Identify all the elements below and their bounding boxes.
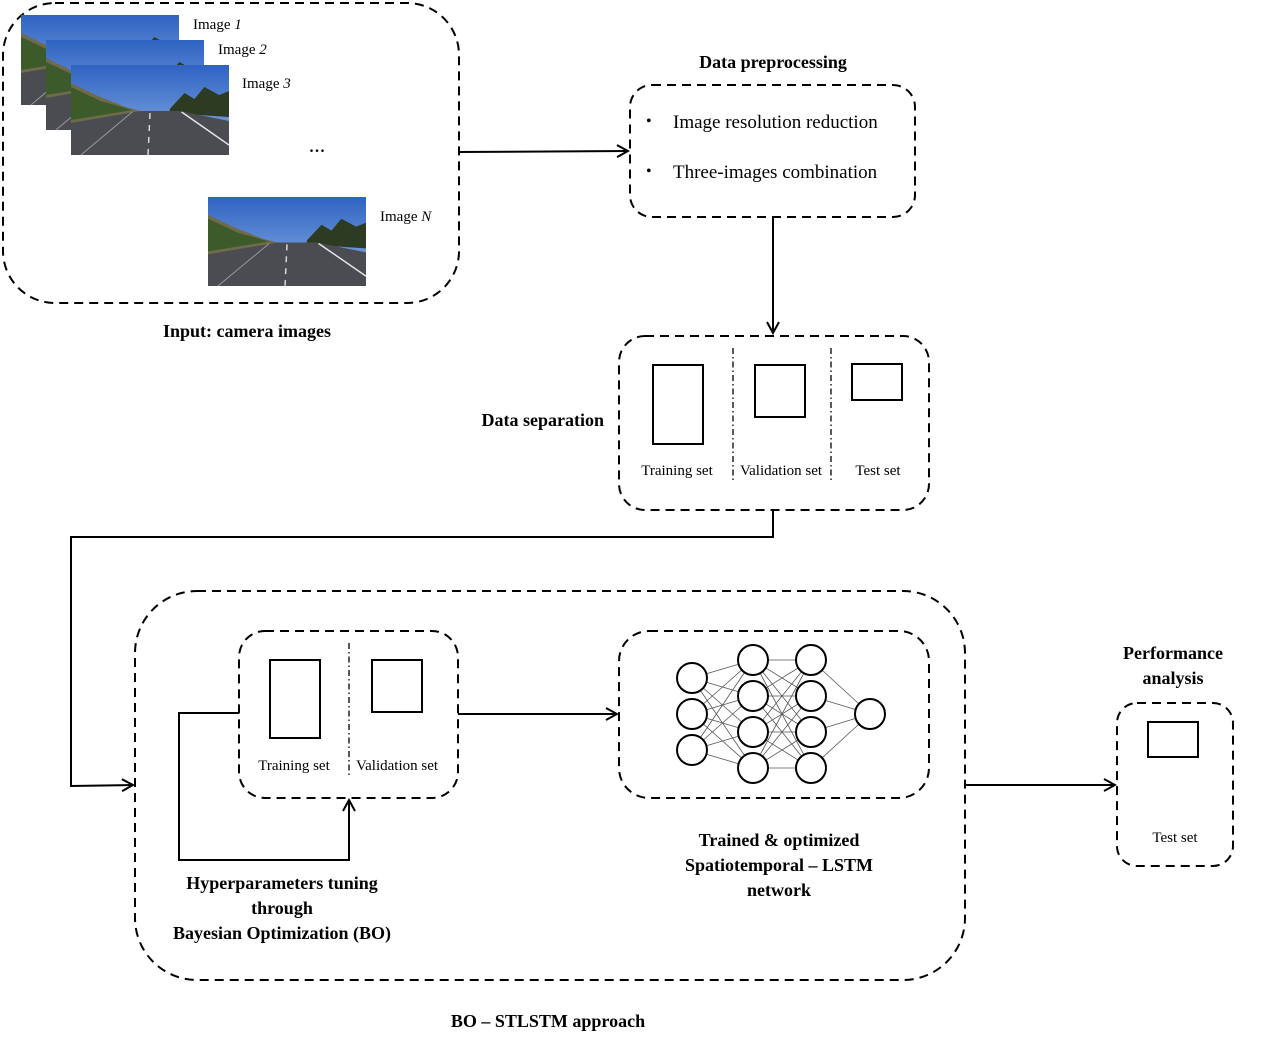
- training-set-label: Training set: [641, 463, 713, 479]
- bo-sets-box: [238, 630, 459, 799]
- bullet-icon: •: [646, 113, 652, 130]
- performance-title-line-1: Performance: [1123, 643, 1223, 663]
- performance-test-set-label: Test set: [1152, 830, 1198, 846]
- tuning-label-line-3: Bayesian Optimization (BO): [173, 923, 391, 944]
- bo-training-set-label: Training set: [258, 758, 330, 774]
- bullet-icon: •: [646, 163, 652, 180]
- image-3-label: Image 3: [242, 76, 291, 92]
- test-set-block: [851, 363, 903, 401]
- neural-network-icon: [676, 644, 886, 784]
- network-neuron: [676, 662, 708, 694]
- tuning-label-line-2: through: [251, 898, 313, 918]
- bo-validation-set-label: Validation set: [356, 758, 439, 774]
- camera-image-n: [208, 197, 366, 286]
- network-neuron: [676, 698, 708, 730]
- network-neuron: [737, 680, 769, 712]
- arrow-separation-to-bo: [70, 510, 774, 786]
- training-set-block: [652, 364, 704, 445]
- network-neuron: [795, 680, 827, 712]
- approach-title: BO – STLSTM approach: [451, 1011, 645, 1031]
- arrow-bo-tuning-loop: [178, 712, 349, 861]
- preprocessing-box: [629, 84, 916, 218]
- performance-box: [1116, 702, 1234, 867]
- separation-title: Data separation: [482, 410, 605, 430]
- image-n-label: Image N: [380, 209, 432, 225]
- network-connection: [691, 659, 754, 751]
- network-neuron: [737, 716, 769, 748]
- image-2-label: Image 2: [218, 42, 267, 58]
- preprocessing-step-2: Three-images combination: [673, 162, 878, 183]
- tuning-label-line-1: Hyperparameters tuning: [186, 873, 377, 893]
- performance-test-set-block: [1147, 721, 1199, 758]
- test-set-label: Test set: [855, 463, 901, 479]
- network-neuron: [795, 752, 827, 784]
- camera-image-3: [71, 65, 229, 155]
- validation-set-label: Validation set: [740, 463, 823, 479]
- network-neuron: [854, 698, 886, 730]
- connectors: [70, 151, 1115, 861]
- network-neuron: [737, 752, 769, 784]
- bo-validation-set-block: [371, 659, 423, 713]
- network-neuron: [795, 644, 827, 676]
- bo-stlstm-box: [134, 590, 966, 981]
- performance-group: Performance analysis Test set: [1116, 643, 1234, 867]
- network-neuron: [795, 716, 827, 748]
- separation-group: Data separation Training set Validation …: [482, 335, 930, 511]
- bo-stlstm-group: Training set Validation set Hyperparamet…: [134, 590, 966, 981]
- network-label-line-2: Spatiotemporal – LSTM: [685, 855, 873, 875]
- network-label-line-1: Trained & optimized: [699, 830, 860, 850]
- bo-training-set-block: [269, 659, 321, 739]
- input-title: Input: camera images: [163, 321, 331, 341]
- network-connection: [752, 659, 812, 769]
- arrow-input-to-preprocessing: [458, 151, 628, 152]
- input-images-group: Image 1 Image 2 Image 3 Image N ... Inpu…: [2, 2, 460, 341]
- network-neuron: [737, 644, 769, 676]
- preprocessing-group: Data preprocessing • Image resolution re…: [629, 52, 916, 218]
- performance-title-line-2: analysis: [1142, 668, 1203, 688]
- network-label-line-3: network: [747, 880, 811, 900]
- image-ellipsis: ...: [309, 132, 326, 157]
- image-1-label: Image 1: [193, 17, 242, 33]
- validation-set-block: [754, 364, 806, 418]
- input-images-box: [2, 2, 460, 304]
- network-neuron: [676, 734, 708, 766]
- preprocessing-title: Data preprocessing: [699, 52, 847, 72]
- separation-box: [618, 335, 930, 511]
- preprocessing-step-1: Image resolution reduction: [673, 112, 878, 133]
- network-box: [618, 630, 930, 799]
